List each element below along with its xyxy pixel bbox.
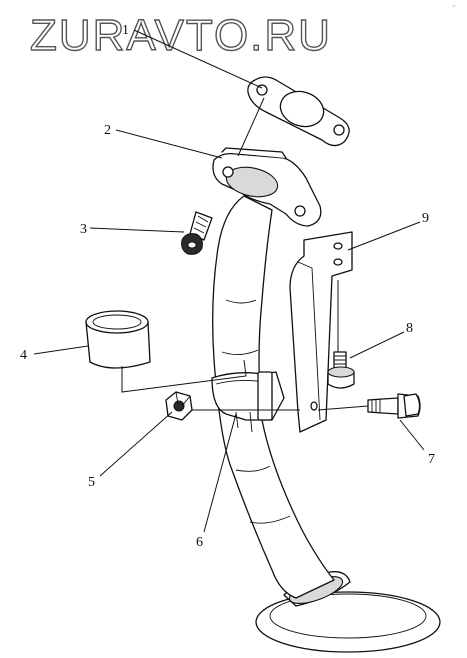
callout-5: 5 bbox=[88, 475, 95, 490]
callout-1: 1 bbox=[122, 23, 129, 38]
callout-8: 8 bbox=[406, 321, 413, 336]
callout-4: 4 bbox=[20, 348, 27, 363]
clamp bbox=[211, 371, 285, 433]
callout-6: 6 bbox=[196, 535, 203, 550]
bracket-bolt-small bbox=[327, 351, 355, 389]
callout-2: 2 bbox=[104, 123, 111, 138]
leader-lines bbox=[33, 29, 425, 533]
clamp-tab bbox=[257, 371, 273, 421]
callout-7: 7 bbox=[428, 452, 435, 467]
oil-pickup-tube bbox=[212, 147, 441, 653]
callout-9: 9 bbox=[422, 211, 429, 226]
callout-3: 3 bbox=[80, 222, 87, 237]
corner-mark: ~ bbox=[452, 4, 456, 10]
gasket bbox=[247, 76, 350, 147]
support-bracket bbox=[289, 231, 353, 433]
nut bbox=[165, 391, 193, 421]
watermark-text: ZURAVTO.RU bbox=[30, 11, 332, 60]
bracket-bolt bbox=[367, 393, 421, 419]
bushing bbox=[85, 310, 151, 369]
flange-bolt bbox=[181, 211, 213, 255]
